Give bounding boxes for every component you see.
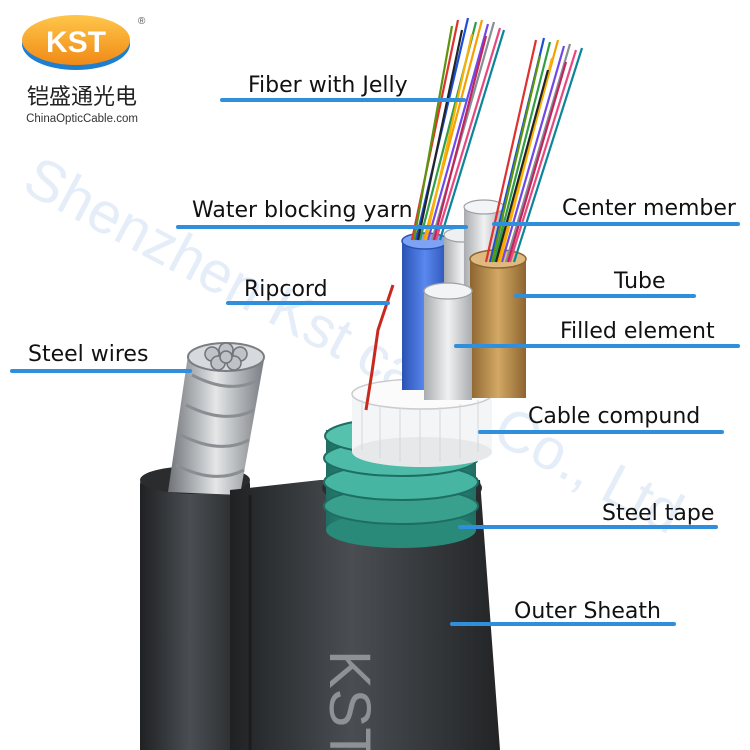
label-filled-element: Filled element <box>560 319 715 344</box>
brand-chinese-name: 铠盛通光电 <box>27 85 137 110</box>
kst-logo: KST ® 铠盛通光电 ChinaOpticCable.com <box>22 15 146 125</box>
callout-fiber: Fiber with Jelly <box>220 73 466 102</box>
label-steel-wires: Steel wires <box>28 342 148 367</box>
messenger-sheath <box>140 470 250 750</box>
logo-orange-badge <box>22 15 130 65</box>
cable-compound <box>351 378 493 467</box>
callout-outer-sheath: Outer Sheath <box>450 599 676 626</box>
callout-steel-tape: Steel tape <box>458 501 718 529</box>
callout-center-member: Center member <box>492 196 740 226</box>
brand-website: ChinaOpticCable.com <box>26 113 138 125</box>
callout-water-yarn: Water blocking yarn <box>176 198 468 229</box>
filled-element <box>423 282 473 400</box>
callout-cable-compound: Cable compund <box>478 404 724 434</box>
steel-wires-strand <box>168 355 264 495</box>
tan-tube <box>469 249 527 398</box>
steel-messenger <box>140 342 265 750</box>
label-water-blocking-yarn: Water blocking yarn <box>192 198 413 223</box>
callout-tube: Tube <box>514 269 696 298</box>
callout-steel-wires: Steel wires <box>10 342 192 373</box>
callout-ripcord: Ripcord <box>226 277 390 305</box>
logo-text: KST <box>46 26 106 59</box>
label-outer-sheath: Outer Sheath <box>514 599 661 624</box>
label-center-member: Center member <box>562 196 737 221</box>
registered-mark: ® <box>138 16 146 27</box>
callout-filled-element: Filled element <box>454 319 740 348</box>
sheath-marking: KST <box>317 650 382 750</box>
label-steel-tape: Steel tape <box>602 501 714 526</box>
steel-wires-twist <box>175 373 259 478</box>
label-ripcord: Ripcord <box>244 277 328 302</box>
label-fiber-with-jelly: Fiber with Jelly <box>248 73 408 98</box>
label-tube: Tube <box>613 269 666 294</box>
main-cable: KST <box>230 17 584 750</box>
outer-sheath-body <box>230 480 500 750</box>
label-cable-compound: Cable compund <box>528 404 700 429</box>
fiber-strands <box>410 17 584 263</box>
